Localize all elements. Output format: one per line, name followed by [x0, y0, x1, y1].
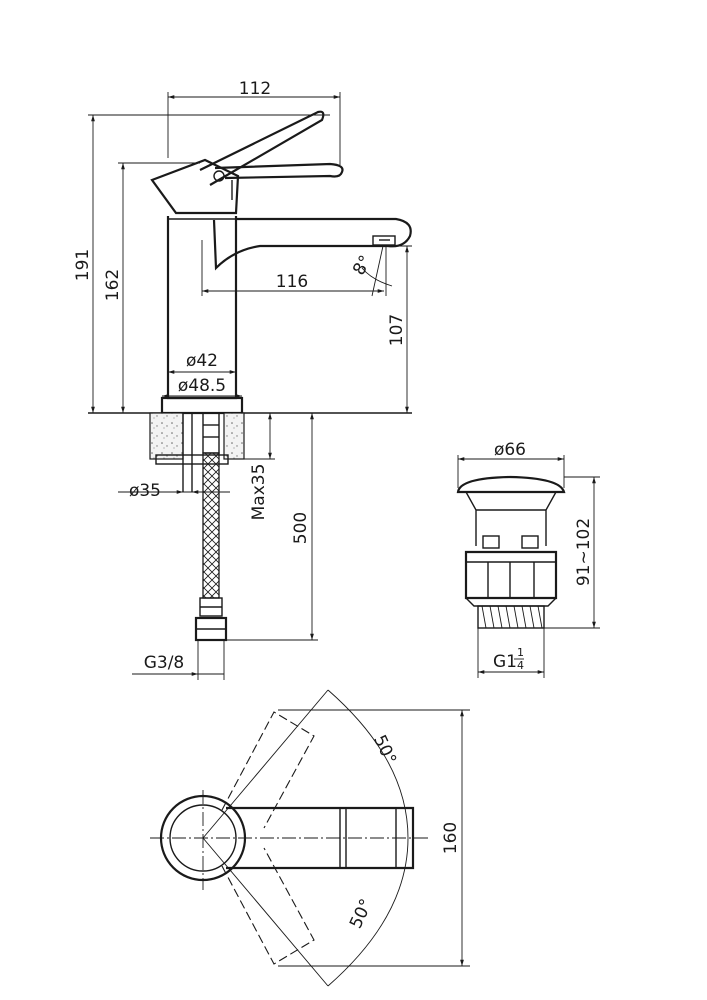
dim-hose-length: 500: [291, 512, 311, 544]
dim-spout-angle: 8°: [349, 252, 376, 279]
dim-drain-thread-prefix: G1: [493, 652, 517, 672]
dim-drain-thread-num: 1: [517, 646, 524, 659]
faucet-side-view: 112 191 162 8° 116 107: [73, 79, 412, 680]
dim-cap-dia: ø66: [494, 440, 526, 460]
dim-base-dia: ø48.5: [178, 376, 226, 396]
dim-angle-top: 50°: [369, 732, 400, 768]
dim-drain-height: 91~102: [574, 518, 594, 586]
dim-drain-thread-den: 4: [517, 659, 524, 672]
dim-length: 160: [441, 822, 461, 854]
top-view: 50° 50° 160: [150, 689, 470, 987]
dim-hose-thread: G3/8: [144, 653, 185, 673]
dim-hole-dia: ø35: [129, 481, 161, 501]
drain-thread-lines: [481, 605, 543, 629]
dim-height-body: 162: [103, 269, 123, 301]
dim-body-dia: ø42: [186, 351, 218, 371]
dim-spout-height: 107: [387, 314, 407, 346]
dim-height-total: 191: [73, 249, 93, 281]
dim-angle-bottom: 50°: [346, 896, 377, 932]
dim-max-thickness: Max35: [249, 464, 269, 521]
dim-width-top: 112: [239, 79, 271, 99]
dim-spout-reach: 116: [276, 272, 308, 292]
drain-view: ø66 91~102: [456, 440, 600, 678]
